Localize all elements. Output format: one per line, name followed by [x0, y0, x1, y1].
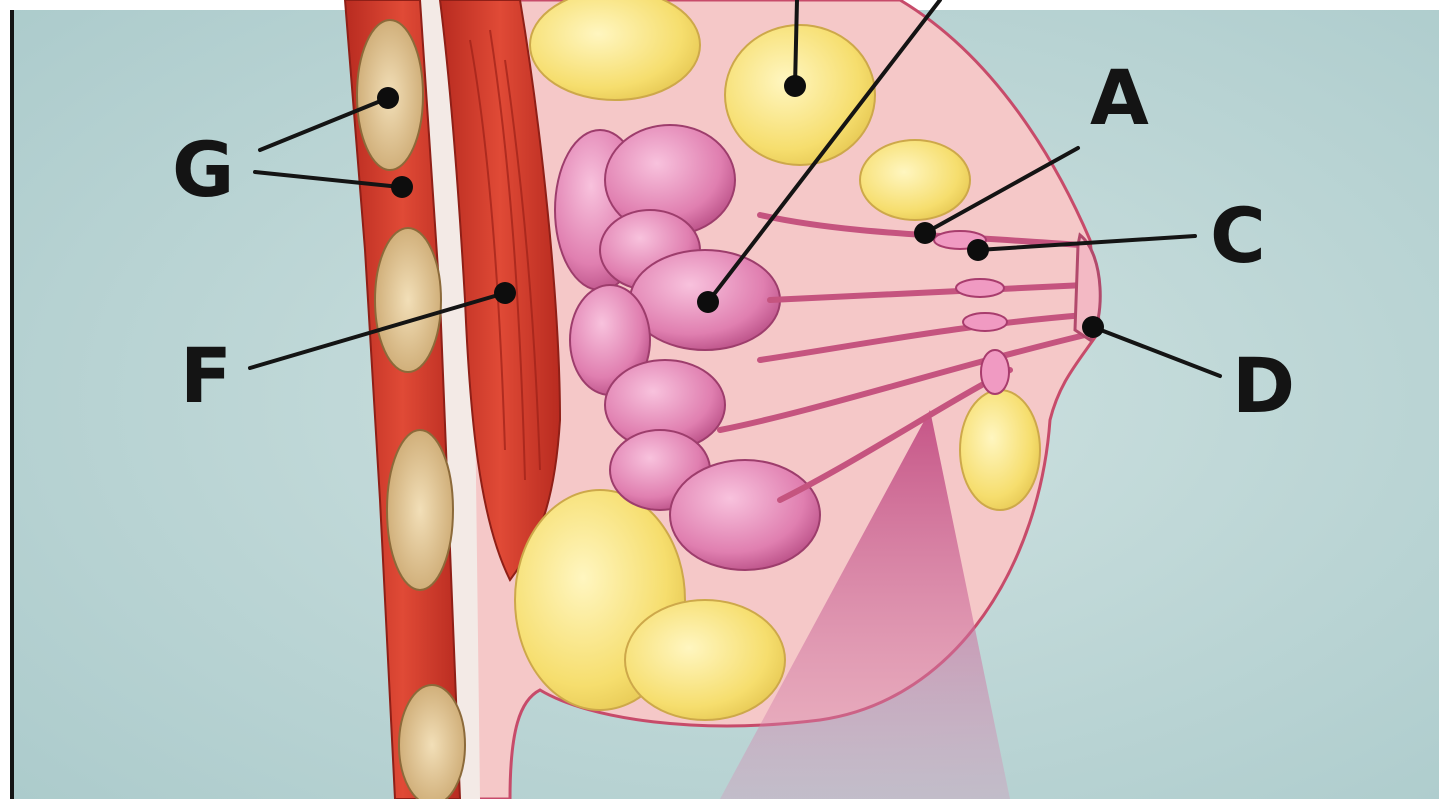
leader-line-top-fat [795, 0, 797, 86]
sinus [981, 350, 1009, 394]
lobule [670, 460, 820, 570]
pointer-dot [494, 282, 516, 304]
pointer-dot [697, 291, 719, 313]
sinus [963, 313, 1007, 331]
fat-lobule [625, 600, 785, 720]
rib [375, 228, 441, 372]
pointer-dot [391, 176, 413, 198]
fat-lobule [530, 0, 700, 100]
rib [387, 430, 453, 590]
pointer-dot [1082, 316, 1104, 338]
fat-lobule [960, 390, 1040, 510]
label-c: C [1210, 191, 1266, 280]
rib [399, 685, 465, 799]
pointer-dot [914, 222, 936, 244]
label-f: F [180, 331, 232, 420]
label-a: A [1090, 53, 1149, 142]
label-g: G [172, 125, 234, 214]
label-d: D [1232, 341, 1295, 430]
fat-lobule [860, 140, 970, 220]
pointer-dot [784, 75, 806, 97]
left-edge-line [10, 10, 14, 799]
left-border [0, 0, 10, 799]
pointer-dot [377, 87, 399, 109]
sinus [956, 279, 1004, 297]
pointer-dot [967, 239, 989, 261]
